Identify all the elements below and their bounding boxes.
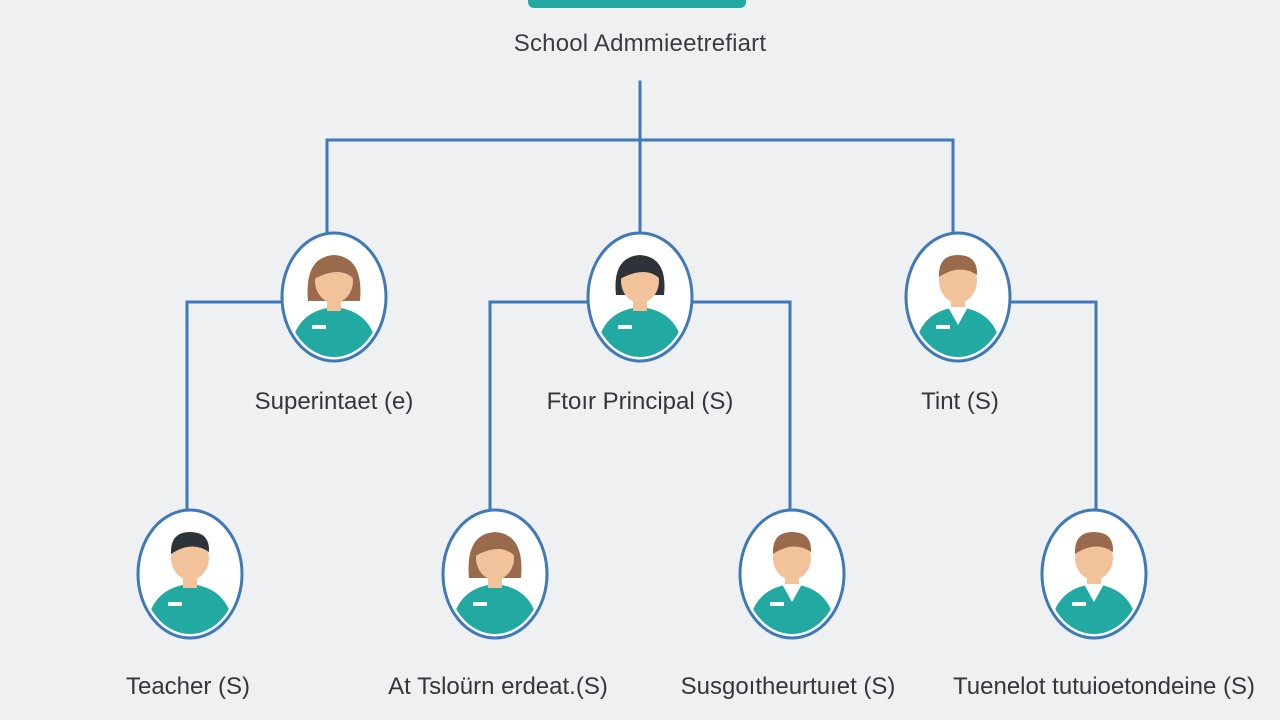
avatar-outline	[136, 508, 244, 640]
chart-title: School Admmieetrefiart	[513, 30, 767, 57]
connector-line	[690, 300, 792, 510]
avatar-outline	[280, 231, 388, 363]
person-male-icon	[1050, 532, 1138, 634]
node-tint	[904, 231, 1012, 363]
node-superintendent	[280, 231, 388, 363]
node-label-tint: Tint (S)	[921, 388, 999, 415]
node-assistant	[441, 508, 549, 640]
person-female-icon	[451, 532, 539, 634]
person-male-icon	[146, 532, 234, 634]
node-label-support: Susgoıtheurtuıet (S)	[680, 673, 896, 700]
avatar-outline	[904, 231, 1012, 363]
connector-line	[1008, 300, 1098, 510]
node-label-tuition: Tuenelot tutuioetondeine (S)	[953, 673, 1255, 700]
avatar-outline	[586, 231, 694, 363]
node-principal	[586, 231, 694, 363]
node-tuition	[1040, 508, 1148, 640]
person-male-icon	[748, 532, 836, 634]
person-female-icon	[596, 255, 684, 357]
node-support	[738, 508, 846, 640]
avatar-outline	[441, 508, 549, 640]
avatar-outline	[738, 508, 846, 640]
node-label-teacher: Teacher (S)	[125, 673, 251, 700]
node-label-principal: Ftoır Principal (S)	[546, 388, 734, 415]
header-accent-bar	[528, 0, 746, 8]
connector-line	[488, 300, 590, 510]
node-label-assistant: At Tsloürn erdeat.(S)	[388, 673, 608, 700]
node-label-superintendent: Superintaet (e)	[254, 388, 414, 415]
person-male-icon	[914, 255, 1002, 357]
avatar-outline	[1040, 508, 1148, 640]
connector-line	[185, 300, 284, 510]
person-female-icon	[290, 255, 378, 357]
node-teacher	[136, 508, 244, 640]
